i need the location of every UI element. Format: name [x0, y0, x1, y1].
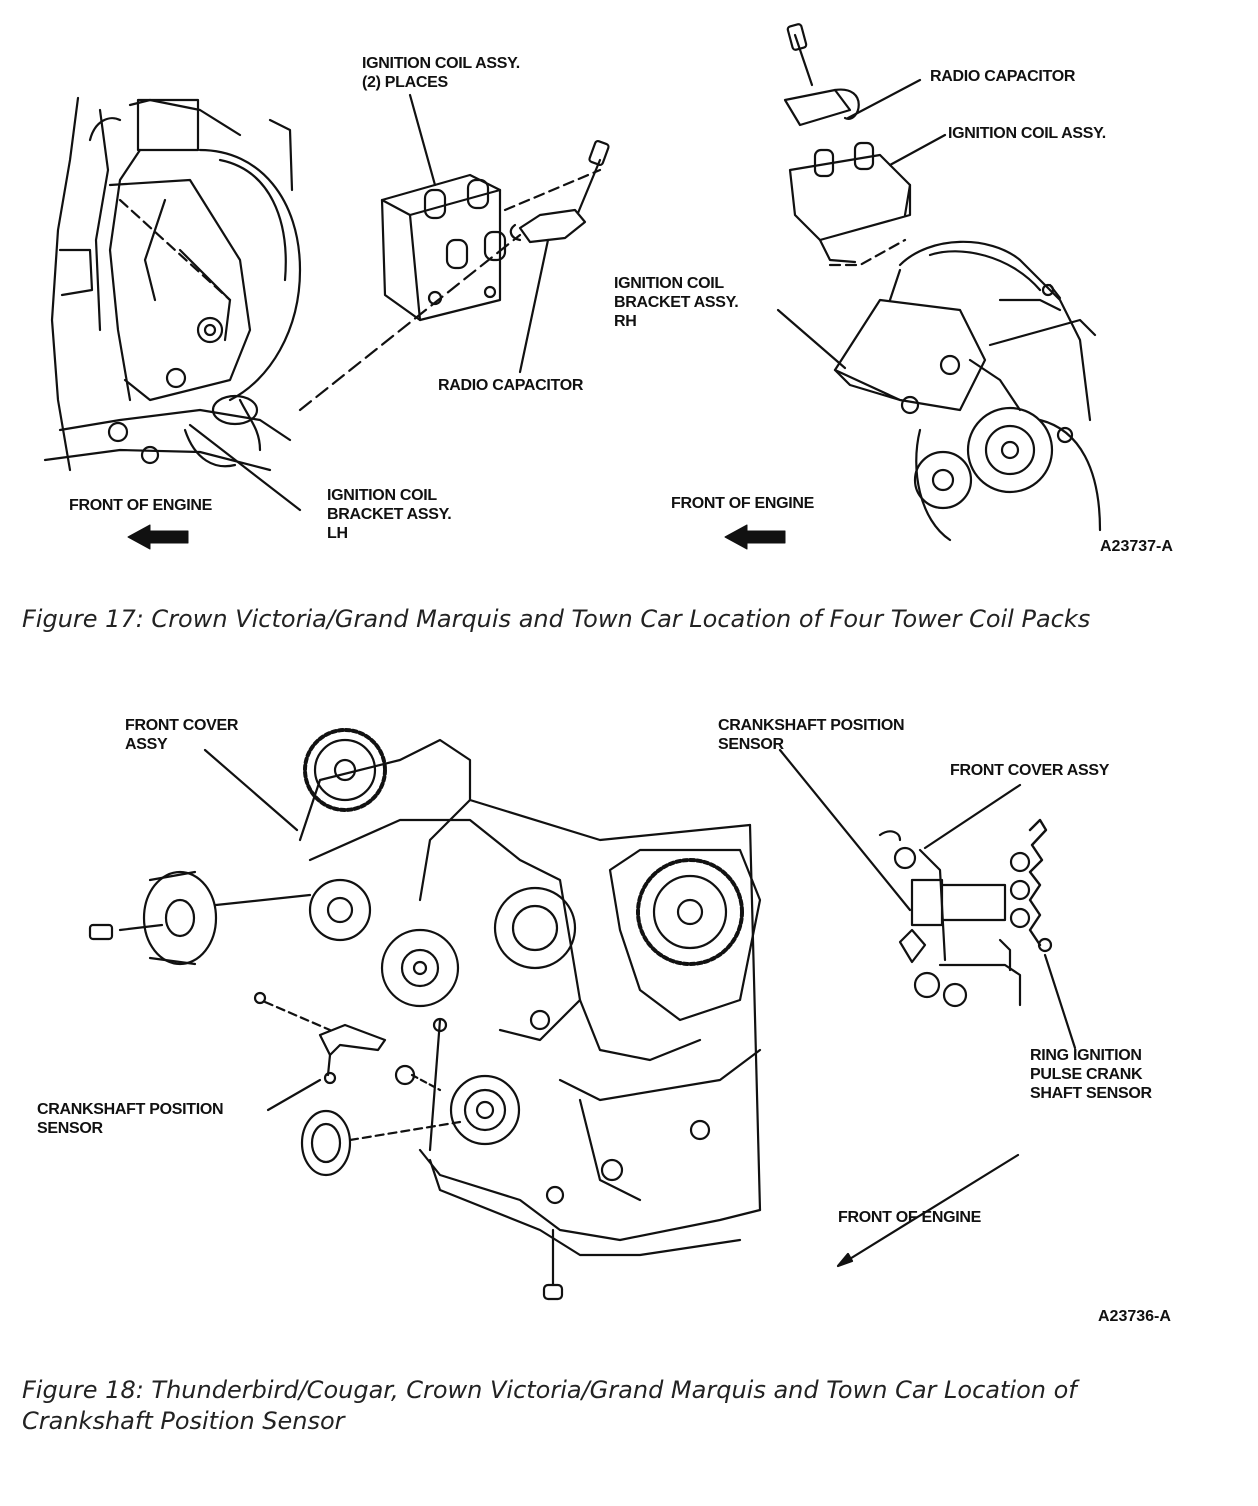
fig18-leader-lines — [203, 748, 1077, 1112]
front-arrow-left-icon — [127, 524, 189, 550]
label-line: CRANKSHAFT POSITION — [718, 717, 905, 734]
label-ignition-coil-assy-right: IGNITION COIL ASSY. — [948, 124, 1106, 143]
label-line: IGNITION COIL ASSY. — [948, 125, 1106, 142]
fig18-engine-drawing — [88, 728, 762, 1301]
label-ignition-coil-bracket-lh: IGNITION COIL BRACKET ASSY. LH — [327, 486, 452, 543]
label-front-cover-assy-left: FRONT COVER ASSY — [125, 716, 238, 754]
label-line: (2) PLACES — [362, 74, 448, 91]
fig18-sensor-detail-drawing — [878, 818, 1053, 1008]
fig17-right-engine-drawing — [783, 23, 1102, 542]
front-direction-arrow-icon — [838, 1153, 1020, 1267]
label-line: RADIO CAPACITOR — [438, 377, 584, 394]
caption-line: Figure 17: Crown Victoria/Grand Marquis … — [22, 605, 1091, 633]
label-radio-capacitor-right: RADIO CAPACITOR — [930, 67, 1075, 86]
label-ignition-coil-assy-places: IGNITION COIL ASSY. (2) PLACES — [362, 54, 520, 92]
drawing-code-fig17: A23737-A — [1100, 538, 1173, 555]
label-line: FRONT OF ENGINE — [69, 497, 213, 514]
label-line: CRANKSHAFT POSITION — [37, 1101, 224, 1118]
figure18-caption: Figure 18: Thunderbird/Cougar, Crown Vic… — [22, 1375, 1077, 1437]
label-front-of-engine-left: FRONT OF ENGINE — [69, 496, 212, 515]
label-front-of-engine-fig18: FRONT OF ENGINE — [838, 1208, 981, 1227]
fig17-left-engine-drawing — [43, 96, 302, 472]
label-line: LH — [327, 525, 348, 542]
label-line: BRACKET ASSY. — [327, 506, 452, 523]
label-line: SHAFT SENSOR — [1030, 1085, 1152, 1102]
label-crankshaft-position-sensor-left: CRANKSHAFT POSITION SENSOR — [37, 1100, 224, 1138]
label-line: IGNITION COIL — [614, 275, 724, 292]
label-line: FRONT COVER — [125, 717, 239, 734]
label-front-of-engine-right: FRONT OF ENGINE — [671, 494, 814, 513]
label-line: FRONT COVER ASSY — [950, 762, 1110, 779]
label-line: FRONT OF ENGINE — [838, 1209, 982, 1226]
caption-line: Figure 18: Thunderbird/Cougar, Crown Vic… — [22, 1376, 1077, 1404]
label-line: ASSY — [125, 736, 168, 753]
label-radio-capacitor-center: RADIO CAPACITOR — [438, 376, 583, 395]
label-line: IGNITION COIL ASSY. — [362, 55, 520, 72]
caption-line: Crankshaft Position Sensor — [22, 1407, 345, 1435]
label-line: SENSOR — [37, 1120, 103, 1137]
label-line: PULSE CRANK — [1030, 1066, 1143, 1083]
fig17-leader-lines — [188, 78, 947, 512]
label-front-cover-assy-right: FRONT COVER ASSY — [950, 761, 1109, 780]
drawing-code-fig18: A23736-A — [1098, 1308, 1171, 1325]
front-direction-arrowhead-icon — [836, 1252, 854, 1268]
label-line: RING IGNITION — [1030, 1047, 1142, 1064]
label-line: FRONT OF ENGINE — [671, 495, 815, 512]
figure17-caption: Figure 17: Crown Victoria/Grand Marquis … — [22, 604, 1090, 635]
label-line: SENSOR — [718, 736, 784, 753]
label-crankshaft-position-sensor-right: CRANKSHAFT POSITION SENSOR — [718, 716, 905, 754]
label-line: BRACKET ASSY. — [614, 294, 739, 311]
label-ignition-coil-bracket-rh: IGNITION COIL BRACKET ASSY. RH — [614, 274, 739, 331]
label-line: IGNITION COIL — [327, 487, 437, 504]
label-line: RH — [614, 313, 637, 330]
label-line: RADIO CAPACITOR — [930, 68, 1076, 85]
fig17-coil-pack-drawing — [298, 140, 610, 412]
front-arrow-right-icon — [724, 524, 786, 550]
label-ring-ignition-pulse: RING IGNITION PULSE CRANK SHAFT SENSOR — [1030, 1046, 1152, 1103]
